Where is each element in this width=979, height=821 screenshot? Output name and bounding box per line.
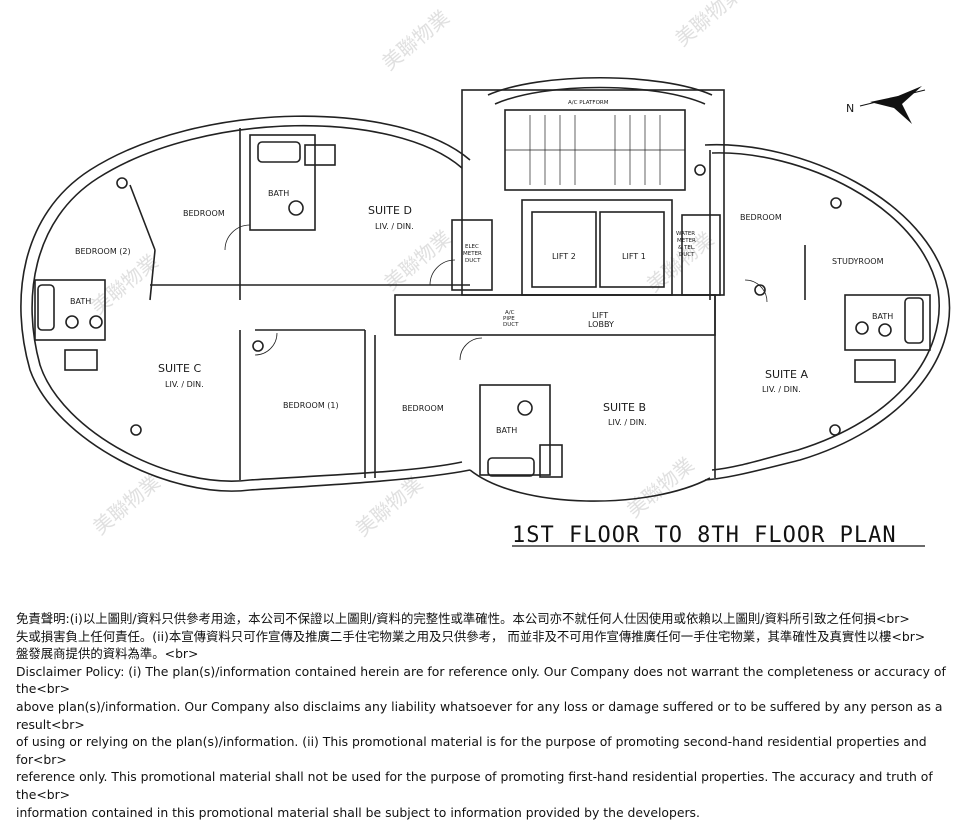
disclaimer: 免責聲明:(i)以上圖則/資料只供參考用途，本公司不保證以上圖則/資料的完整性或… [16,610,971,821]
lift-2-label: LIFT 2 [552,252,576,261]
suite-b-sub: LIV. / DIN. [608,418,647,427]
elec-duct-label-1: ELEC [465,244,479,250]
bedroom-2-label: BEDROOM (2) [75,247,131,256]
lift-1 [599,211,665,288]
ac-platform [487,76,713,96]
water-duct-label-2: METER [677,238,696,244]
north-arrow-icon [859,86,926,124]
disclaimer-en: Disclaimer Policy: (i) The plan(s)/infor… [16,663,946,820]
right-oval-wall [704,143,951,481]
bath-suite-a [844,294,931,351]
bath-suite-b-label: BATH [496,426,517,435]
watermark: 美聯物業 [88,470,165,540]
left-oval-wall [20,115,471,492]
bedroom-suite-d-label: BEDROOM [183,209,225,218]
ac-duct-label-3: DUCT [503,322,519,328]
water-duct-label-3: & TEL. [678,245,696,251]
water-duct-label-1: WATER [676,231,695,237]
lift-lobby [394,294,716,336]
suite-c-sub: LIV. / DIN. [165,380,204,389]
bottom-lobe-wall [469,469,711,502]
plan-title: 1ST FLOOR TO 8TH FLOOR PLAN [512,523,897,548]
bath-suite-d-label: BATH [268,189,289,198]
suite-c-name: SUITE C [158,362,201,375]
watermark: 美聯物業 [377,5,454,75]
suite-d-name: SUITE D [368,204,412,217]
bedroom-1-label: BEDROOM (1) [283,401,339,410]
ac-platform-label: A/C PLATFORM [568,100,609,106]
lift-lobby-label-2: LOBBY [588,320,614,329]
elec-duct-label-3: DUCT [465,258,481,264]
north-label: N [846,102,854,115]
disclaimer-zh: 免責聲明:(i)以上圖則/資料只供參考用途，本公司不保證以上圖則/資料的完整性或… [16,611,926,662]
bath-suite-a-label: BATH [872,312,893,321]
studyroom-label: STUDYROOM [832,257,884,266]
suite-d-sub: LIV. / DIN. [375,222,414,231]
right-oval-inner-wall [711,152,940,471]
suite-a-name: SUITE A [765,368,808,381]
ac-duct-label-2: PIPE [503,316,515,322]
ac-duct-label-1: A/C [505,310,515,316]
water-duct [681,214,721,296]
bath-suite-c [34,279,106,341]
suite-b-name: SUITE B [603,401,646,414]
lift-lobby-label-1: LIFT [592,311,608,320]
bath-suite-d [249,134,316,231]
suite-a-sub: LIV. / DIN. [762,385,801,394]
left-oval-inner-wall [31,124,463,482]
elec-duct [451,219,493,291]
bath-suite-c-label: BATH [70,297,91,306]
watermark: 美聯物業 [670,0,747,51]
water-duct-label-4: DUCT [679,252,695,258]
lift-2 [531,211,597,288]
bath-suite-b [479,384,551,476]
lift-1-label: LIFT 1 [622,252,646,261]
bedroom-suite-b-label: BEDROOM [402,404,444,413]
floor-plan: 美聯物業 美聯物業 美聯物業 美聯物業 美聯物業 美聯物業 美聯物業 美聯物業 … [20,0,951,548]
elec-duct-label-2: METER [463,251,482,257]
bedroom-suite-a-label: BEDROOM [740,213,782,222]
